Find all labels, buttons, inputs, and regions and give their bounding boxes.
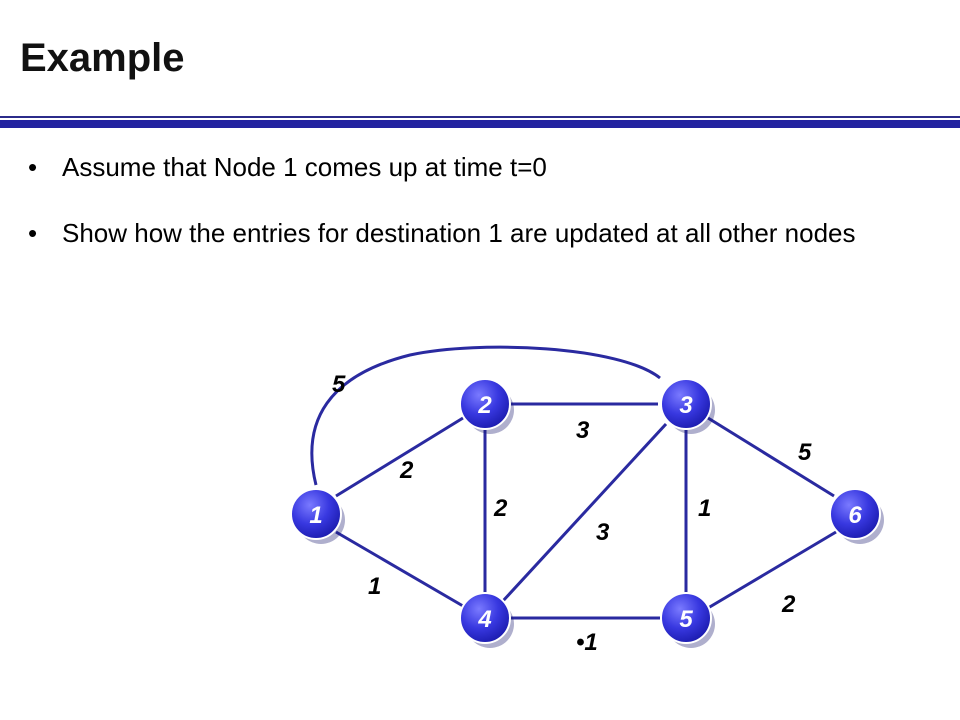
bullet-marker: •	[28, 218, 38, 248]
graph-nodes: 1 2 3 4 5 6	[290, 378, 884, 648]
node-label: 4	[477, 606, 491, 633]
weight-4-5: •1	[576, 629, 598, 656]
graph-edges	[310, 345, 837, 620]
bullet-list: • Assume that Node 1 comes up at time t=…	[28, 150, 908, 282]
node-label: 3	[679, 392, 693, 419]
node-1: 1	[290, 488, 345, 544]
weight-1-2: 2	[399, 457, 414, 484]
bullet-text: Show how the entries for destination 1 a…	[62, 218, 856, 248]
weight-1-3: 5	[332, 371, 346, 398]
weight-1-4: 1	[368, 573, 381, 600]
weight-2-4: 2	[493, 495, 508, 522]
edge-3-4	[500, 422, 668, 604]
bullet-item: • Assume that Node 1 comes up at time t=…	[28, 150, 908, 184]
edge-1-2	[335, 416, 464, 498]
node-5: 5	[660, 592, 715, 648]
node-4: 4	[459, 592, 514, 648]
edge-weights: 5 2 1 3 2 3 1 5 •1 2	[332, 371, 812, 656]
node-label: 2	[477, 392, 492, 419]
edge-5-6	[707, 530, 837, 610]
weight-2-3: 3	[576, 417, 590, 444]
bullet-item: • Show how the entries for destination 1…	[28, 216, 908, 250]
node-label: 5	[679, 606, 693, 633]
title-divider-thin	[0, 116, 960, 118]
bullet-marker: •	[28, 152, 38, 182]
weight-3-4: 3	[596, 519, 610, 546]
node-label: 6	[848, 502, 862, 529]
weight-3-5: 1	[698, 495, 711, 522]
weight-5-6: 2	[781, 591, 796, 618]
edge-1-3	[310, 345, 661, 486]
node-3: 3	[660, 378, 715, 434]
edge-3-6	[707, 416, 835, 498]
weight-3-6: 5	[798, 439, 812, 466]
node-2: 2	[459, 378, 514, 434]
bullet-text: Assume that Node 1 comes up at time t=0	[62, 152, 547, 182]
node-6: 6	[829, 488, 884, 544]
slide-title: Example	[20, 36, 185, 80]
node-label: 1	[309, 502, 322, 529]
title-divider-thick	[0, 120, 960, 128]
edge-1-4	[335, 530, 464, 608]
